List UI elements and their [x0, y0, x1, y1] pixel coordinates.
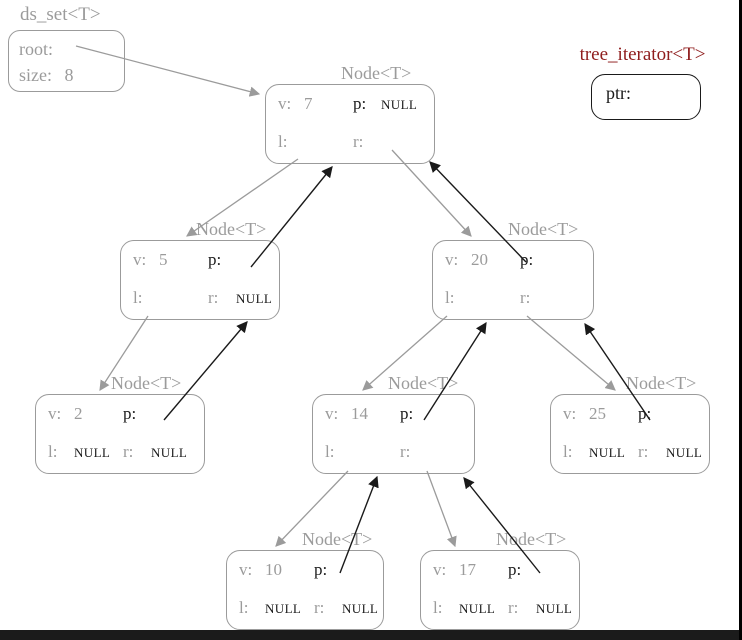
tree-node-10: Node<T> v: 10 p: l: NULL r: NULL: [226, 529, 384, 630]
r-value: NULL: [151, 445, 188, 460]
v-label: v:: [48, 404, 62, 423]
tree-node-7: Node<T> v: 7 p: NULL l: r:: [265, 63, 435, 164]
ptr-label: ptr:: [606, 83, 631, 103]
r-label: r:: [123, 442, 134, 461]
v-label: v:: [433, 560, 447, 579]
l-label: l:: [133, 288, 143, 307]
p-label: p:: [520, 250, 534, 269]
r-value: NULL: [236, 291, 273, 306]
l-label: l:: [325, 442, 335, 461]
tree-node-17: Node<T> v: 17 p: l: NULL r: NULL: [420, 529, 580, 630]
r-label: r:: [400, 442, 411, 461]
node-title: Node<T>: [302, 529, 373, 549]
r-label: r:: [520, 288, 531, 307]
r-label: r:: [314, 598, 325, 617]
v-value: 14: [351, 404, 368, 423]
p-label: p:: [314, 560, 328, 579]
r-label: r:: [208, 288, 219, 307]
v-value: 7: [304, 94, 313, 113]
root-label: root:: [19, 39, 53, 59]
v-value: 10: [265, 560, 282, 579]
node-title: Node<T>: [341, 63, 412, 83]
node-title: Node<T>: [196, 219, 267, 239]
tree-node-20: Node<T> v: 20 p: l: r:: [432, 219, 594, 320]
tree-node-14: Node<T> v: 14 p: l: r:: [312, 373, 475, 474]
l-value: NULL: [74, 445, 111, 460]
p-label: p:: [123, 404, 137, 423]
node-title: Node<T>: [496, 529, 567, 549]
l-label: l:: [239, 598, 249, 617]
r-label: r:: [638, 442, 649, 461]
size-label: size:: [19, 65, 52, 85]
p-label: p:: [508, 560, 522, 579]
v-value: 17: [459, 560, 476, 579]
node-box: v: 5 p: l: r: NULL: [120, 240, 280, 320]
r-value: NULL: [536, 601, 573, 616]
window-bottom-edge: [0, 630, 742, 640]
v-label: v:: [278, 94, 292, 113]
l-value: NULL: [459, 601, 496, 616]
node-box: v: 10 p: l: NULL r: NULL: [226, 550, 384, 630]
tree-node-25: Node<T> v: 25 p: l: NULL r: NULL: [550, 373, 710, 474]
l-label: l:: [563, 442, 573, 461]
node-box: v: 25 p: l: NULL r: NULL: [550, 394, 710, 474]
l-label: l:: [278, 132, 288, 151]
r-label: r:: [353, 132, 364, 151]
ds-set-struct: ds_set<T> root: size: 8: [8, 4, 125, 92]
tree-iterator-struct: tree_iterator<T> ptr:: [566, 44, 719, 120]
l-value: NULL: [265, 601, 302, 616]
tree-iterator-box: ptr:: [591, 74, 701, 120]
l-value: NULL: [589, 445, 626, 460]
v-label: v:: [445, 250, 459, 269]
p-label: p:: [638, 404, 652, 423]
v-label: v:: [563, 404, 577, 423]
node-box: v: 17 p: l: NULL r: NULL: [420, 550, 580, 630]
v-label: v:: [239, 560, 253, 579]
p-label: p:: [400, 404, 414, 423]
ds-set-title: ds_set<T>: [20, 4, 101, 25]
v-value: 2: [74, 404, 83, 423]
l-label: l:: [445, 288, 455, 307]
node-title: Node<T>: [626, 373, 697, 393]
node-box: v: 14 p: l: r:: [312, 394, 475, 474]
node-title: Node<T>: [508, 219, 579, 239]
root-field: root:: [19, 36, 116, 62]
r-label: r:: [508, 598, 519, 617]
p-label: p:: [208, 250, 222, 269]
r-value: NULL: [666, 445, 703, 460]
node-title: Node<T>: [388, 373, 459, 393]
size-value: 8: [64, 65, 74, 85]
size-field: size: 8: [19, 62, 116, 88]
tree-node-2: Node<T> v: 2 p: l: NULL r: NULL: [35, 373, 205, 474]
p-value: NULL: [381, 97, 418, 112]
v-value: 5: [159, 250, 168, 269]
ds-set-box: root: size: 8: [8, 30, 125, 92]
node-box: v: 7 p: NULL l: r:: [265, 84, 435, 164]
node-box: v: 20 p: l: r:: [432, 240, 594, 320]
node-box: v: 2 p: l: NULL r: NULL: [35, 394, 205, 474]
l-label: l:: [433, 598, 443, 617]
v-value: 25: [589, 404, 606, 423]
v-label: v:: [133, 250, 147, 269]
tree-node-5: Node<T> v: 5 p: l: r: NULL: [120, 219, 280, 320]
p-label: p:: [353, 94, 367, 113]
l-label: l:: [48, 442, 58, 461]
v-label: v:: [325, 404, 339, 423]
r-value: NULL: [342, 601, 379, 616]
v-value: 20: [471, 250, 488, 269]
tree-iterator-title: tree_iterator<T>: [579, 44, 706, 65]
window-right-edge: [739, 0, 742, 640]
node-title: Node<T>: [111, 373, 182, 393]
